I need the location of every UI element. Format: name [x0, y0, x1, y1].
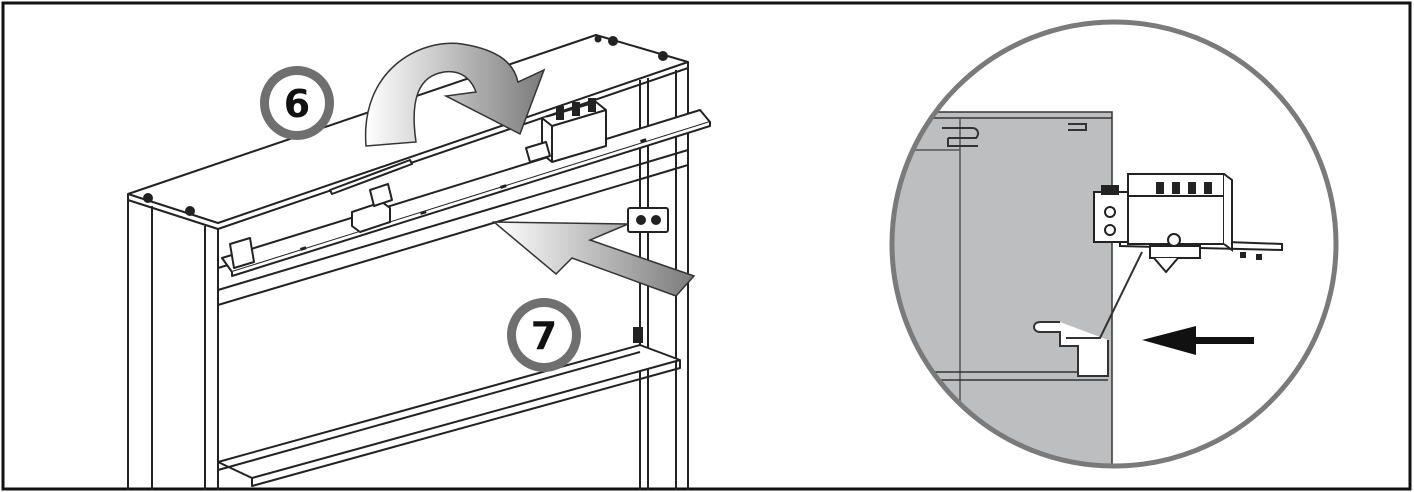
step-7-badge: 7: [507, 298, 581, 372]
inner-rail-bottom: [217, 149, 689, 291]
left-clip: [229, 237, 255, 269]
step-6-label: 6: [284, 82, 310, 126]
left-arrow-icon: [1142, 326, 1254, 355]
mounting-plate: [221, 98, 711, 277]
straight-arrow-icon: [491, 221, 696, 297]
shelf-edge: [251, 360, 681, 487]
shelf-back-line: [217, 351, 641, 471]
detail-callout-ring: [889, 19, 1339, 469]
step-6-badge: 6: [260, 66, 334, 140]
side-clip: [627, 207, 669, 343]
step-7-label: 7: [531, 314, 557, 358]
curved-arrow-icon: [364, 42, 546, 147]
inner-rail-lower: [217, 164, 689, 306]
